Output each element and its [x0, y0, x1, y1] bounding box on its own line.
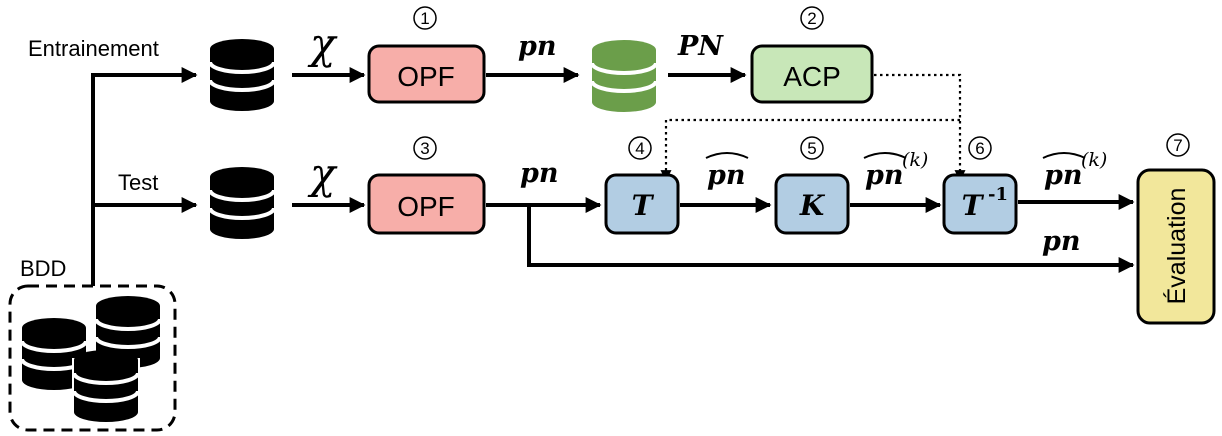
pn-tilde-label: pn: [707, 160, 746, 191]
dotted-acp-to-T: [660, 118, 960, 182]
pn-label-train: pn: [518, 31, 557, 62]
step-2-marker: [800, 6, 824, 30]
opf-label-train: OPF: [397, 61, 455, 92]
pnk-out-superscript: (k): [1081, 149, 1107, 171]
T-label: T: [632, 189, 655, 222]
Tinv-superscript: -1: [988, 184, 1008, 205]
step-1-marker: [413, 6, 437, 30]
opf-box-train: [367, 44, 486, 104]
train-label: Entrainement: [28, 36, 159, 61]
step-3-number: 3: [420, 139, 429, 158]
opf-box-test: [367, 173, 486, 235]
chi-symbol-test: χ: [307, 149, 338, 198]
tilde-mark-2: [863, 152, 907, 159]
step-5-marker: [800, 136, 824, 160]
tilde-mark-3: [1042, 152, 1086, 159]
step-6-number: 6: [975, 139, 984, 158]
step-7-number: 7: [1173, 136, 1182, 155]
step-7-marker: [1166, 133, 1190, 157]
Tinv-box: [942, 173, 1018, 235]
database-icon-pn-green: [590, 38, 658, 114]
step-2-number: 2: [807, 9, 816, 28]
tilde-mark-1: [705, 152, 749, 159]
evaluation-box: [1136, 168, 1216, 325]
pn-label-bypass: pn: [1042, 226, 1081, 257]
K-label: K: [799, 189, 826, 222]
database-icon-train: [208, 37, 276, 113]
step-6-marker: [968, 136, 992, 160]
pn-label-test: pn: [520, 158, 559, 189]
database-icon-test: [208, 165, 276, 241]
pnk-superscript: (k): [902, 149, 928, 171]
bdd-label: BDD: [20, 256, 66, 281]
PN-label: PN: [677, 31, 724, 62]
K-box: [774, 173, 850, 235]
evaluation-label: Évaluation: [1162, 188, 1191, 305]
dotted-acp-to-Tinv: [874, 73, 966, 182]
step-4-number: 4: [635, 139, 644, 158]
acp-box: [750, 44, 874, 104]
database-icon-bdd-3: [72, 348, 140, 425]
step-3-marker: [413, 136, 437, 160]
test-label: Test: [118, 170, 158, 195]
Tinv-label: T: [962, 189, 985, 222]
pnk-tilde-out-label: pn: [1044, 160, 1083, 191]
chi-symbol-train: χ: [307, 19, 338, 68]
pnk-tilde-label: pn: [865, 160, 904, 191]
step-5-number: 5: [807, 139, 816, 158]
arrow-pn-to-evaluation: [527, 205, 1135, 273]
T-box: [604, 173, 680, 235]
step-4-marker: [628, 136, 652, 160]
acp-label: ACP: [783, 61, 841, 92]
opf-label-test: OPF: [397, 191, 455, 222]
step-1-number: 1: [420, 9, 429, 28]
